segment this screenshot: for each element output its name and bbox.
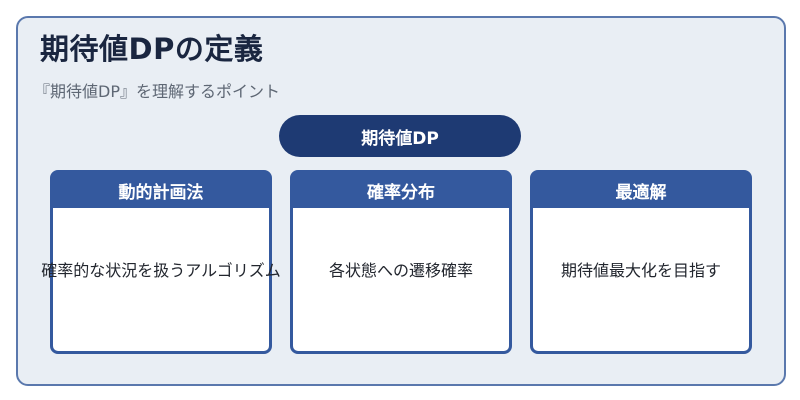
card-header: 最適解: [532, 172, 750, 208]
card-dynamic-programming: 動的計画法 確率的な状況を扱うアルゴリズム: [41, 170, 281, 354]
card-header: 動的計画法: [52, 172, 270, 208]
card-body: 確率的な状況を扱うアルゴリズム: [41, 261, 281, 280]
card-optimal-solution: 最適解 期待値最大化を目指す: [530, 170, 752, 354]
page-title: 期待値DPの定義: [40, 32, 264, 66]
card-probability-distribution: 確率分布 各状態への遷移確率: [290, 170, 512, 354]
card-header: 確率分布: [292, 172, 510, 208]
page-subtitle: 『期待値DP』を理解するポイント: [34, 82, 280, 101]
card-body: 期待値最大化を目指す: [560, 261, 721, 280]
center-node: 期待値DP: [279, 115, 521, 157]
card-body: 各状態への遷移確率: [328, 261, 473, 280]
